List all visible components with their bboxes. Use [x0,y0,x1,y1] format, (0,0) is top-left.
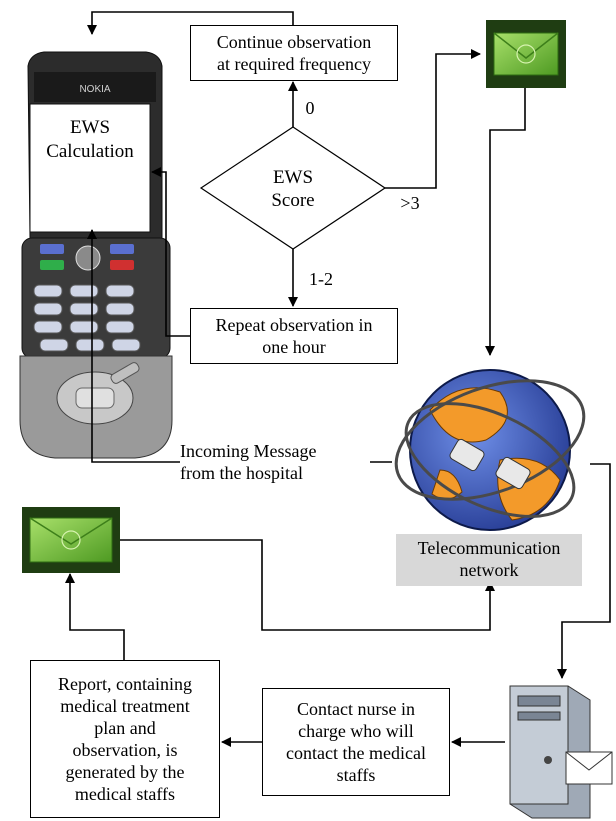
network-label: Telecommunication network [417,538,561,580]
edge-label-zero: 0 [305,98,315,118]
edge-label-gt3: >3 [400,193,420,213]
mobile-phone-icon: NOKIA [19,51,173,459]
edge-label-one-two: 1-2 [309,269,333,289]
decision-label: EWS Score [271,167,315,211]
continue-observation-box: Continue observation at required frequen… [190,25,398,81]
network-label-bg [396,534,582,586]
incoming-message-label: Incoming Message from the hospital [180,440,370,484]
email-envelope-icon-2 [22,507,120,573]
globe-network-icon [394,369,586,531]
connectors [65,11,611,747]
email-envelope-icon [486,20,566,88]
phone-brand: NOKIA [79,84,110,95]
report-box: Report, containing medical treatment pla… [30,660,220,818]
repeat-observation-box: Repeat observation in one hour [190,308,398,364]
contact-nurse-box: Contact nurse in charge who will contact… [262,688,450,796]
phone-screen-text: EWS Calculation [46,117,134,162]
server-computer-icon [509,685,613,819]
